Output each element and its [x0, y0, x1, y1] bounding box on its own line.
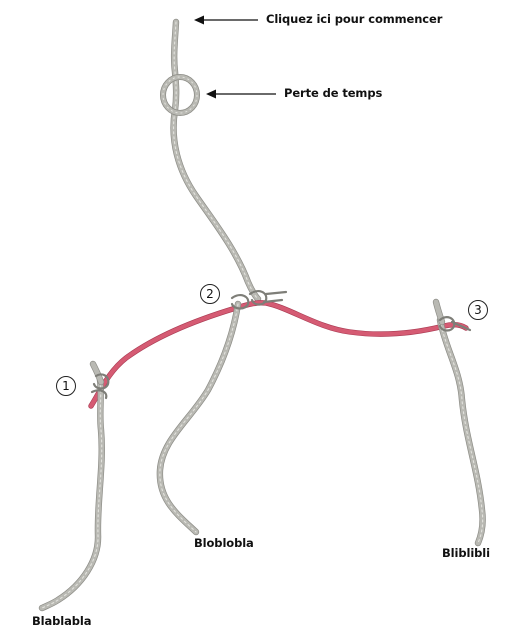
- end-label-middle: Bloblobla: [194, 536, 254, 550]
- knot-3: [438, 316, 472, 332]
- rope-loop: [160, 74, 200, 116]
- loop-arrow: [206, 89, 276, 99]
- left-strand: [38, 376, 105, 612]
- loop-label: Perte de temps: [284, 86, 383, 100]
- start-arrow: [194, 15, 258, 25]
- start-label[interactable]: Cliquez ici pour commencer: [266, 12, 443, 26]
- red-rope: [88, 300, 469, 409]
- main-rope: [170, 18, 262, 303]
- end-label-left: Blablabla: [32, 614, 92, 628]
- middle-strand: [156, 300, 242, 536]
- knot-2: [230, 290, 288, 310]
- marker-3: 3: [468, 300, 488, 320]
- marker-2: 2: [200, 284, 220, 304]
- knot-tails: [89, 298, 446, 386]
- knot-1: [90, 373, 110, 400]
- end-label-right: Bliblibli: [442, 546, 490, 560]
- marker-1: 1: [56, 376, 76, 396]
- right-strand: [436, 316, 486, 547]
